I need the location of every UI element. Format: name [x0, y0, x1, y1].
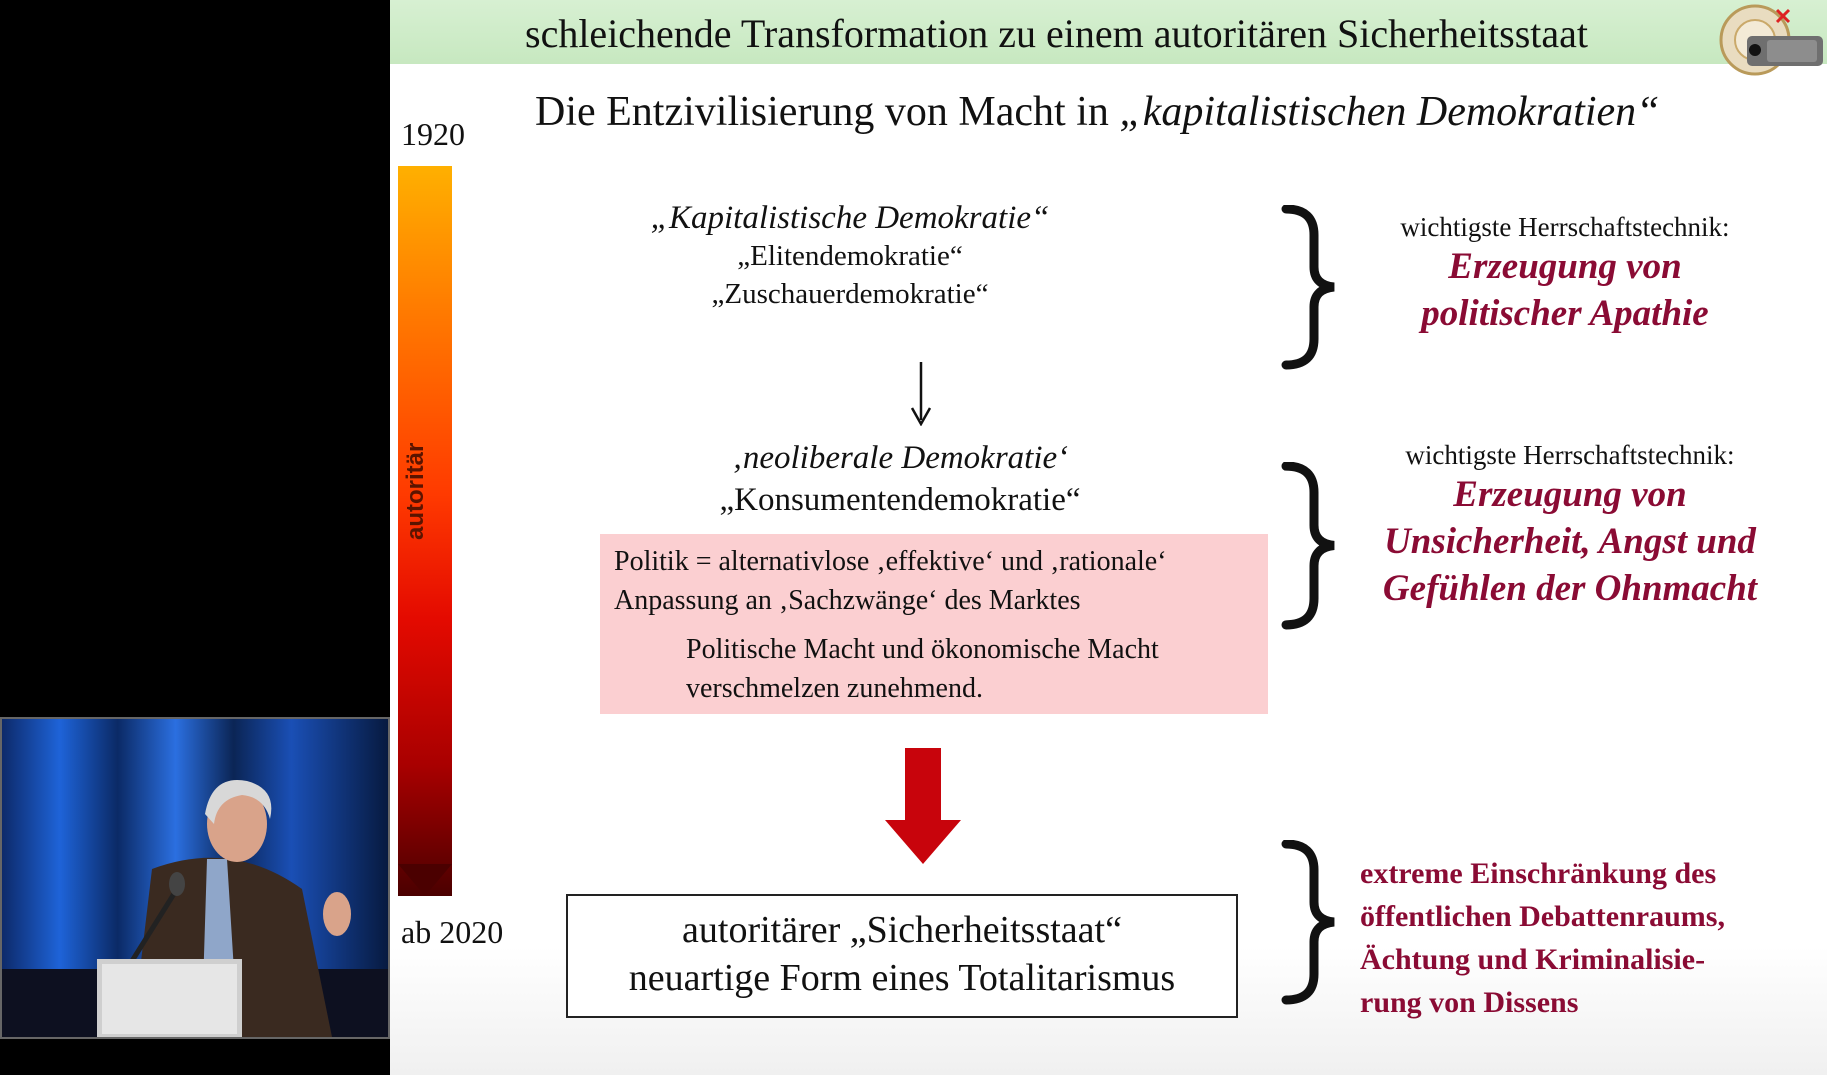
block2-heading: ‚neoliberale Demokratie‘	[731, 440, 1069, 476]
neoliberal-democracy-block: ‚neoliberale Demokratie‘ „Konsumentendem…	[690, 440, 1110, 523]
technique-label: wichtigste Herrschaftstechnik:	[1405, 440, 1735, 470]
right-curly-brace-icon	[1281, 462, 1335, 630]
down-arrow-icon	[910, 362, 932, 426]
block1-heading: „Kapitalistische Demokratie“	[650, 200, 1050, 236]
timeline-end-year: ab 2020	[401, 914, 504, 950]
technique-value-line1: Erzeugung von	[1448, 246, 1682, 287]
timeline-start-year: 1920	[401, 116, 465, 152]
timeline-arrowhead-icon	[398, 864, 452, 896]
block1-alias2: „Zuschauerdemokratie“	[711, 278, 989, 310]
right-curly-brace-icon	[1281, 205, 1335, 370]
technique-value-line1: Erzeugung von	[1453, 474, 1687, 515]
consequence-line3: Ächtung und Kriminalisie-	[1360, 943, 1706, 976]
technique-label: wichtigste Herrschaftstechnik:	[1400, 212, 1730, 242]
politics-definition-text: Politik = alternativlose ‚effektive‘ und…	[614, 546, 1167, 616]
consequence-line1: extreme Einschränkung des	[1360, 857, 1717, 890]
block1-alias1: „Elitendemokratie“	[737, 240, 963, 272]
subtitle-emphasis: „kapitalistischen Demokratien“	[1119, 89, 1660, 135]
technique-block-1: wichtigste Herrschaftstechnik: Erzeugung…	[1350, 212, 1780, 337]
block2-alias: „Konsumentendemokratie“	[719, 482, 1081, 518]
technique-value-line3: Gefühlen der Ohnmacht	[1382, 568, 1758, 609]
right-curly-brace-icon	[1281, 840, 1335, 1005]
security-state-subtitle: neuartige Form eines Totalitarismus	[628, 957, 1176, 999]
speaker-image	[2, 719, 388, 1037]
power-merge-text: Politische Macht und ökonomische Macht v…	[686, 634, 1159, 704]
capitalist-democracy-block: „Kapitalistische Demokratie“ „Elitendemo…	[640, 200, 1060, 313]
slide-header-bar: schleichende Transformation zu einem aut…	[390, 0, 1827, 64]
consequence-line2: öffentlichen Debattenraums,	[1360, 900, 1725, 933]
security-state-title: autoritärer „Sicherheitsstaat“	[682, 909, 1122, 951]
politics-definition-box: Politik = alternativlose ‚effektive‘ und…	[600, 534, 1268, 714]
consequences-block: extreme Einschränkung des öffentlichen D…	[1360, 852, 1820, 1024]
presentation-slide: schleichende Transformation zu einem aut…	[390, 0, 1827, 1075]
timeline-gradient-bar	[398, 166, 452, 896]
security-state-box: autoritärer „Sicherheitsstaat“ neuartige…	[566, 894, 1238, 1018]
technique-block-2: wichtigste Herrschaftstechnik: Erzeugung…	[1350, 440, 1790, 612]
slide-title: schleichende Transformation zu einem aut…	[525, 11, 1589, 56]
technique-value-line2: politischer Apathie	[1421, 293, 1709, 334]
subtitle-prefix: Die Entzivilisierung von Macht in	[535, 89, 1120, 135]
consequence-line4: rung von Dissens	[1360, 986, 1579, 1019]
slide-subtitle: Die Entzivilisierung von Macht in „kapit…	[535, 88, 1660, 136]
big-red-down-arrow-icon	[885, 748, 961, 864]
circular-saw-logo-icon	[1719, 4, 1823, 76]
speaker-video-feed	[0, 717, 390, 1039]
technique-value-line2: Unsicherheit, Angst und	[1384, 521, 1756, 562]
timeline-bar-label: autoritär	[402, 442, 429, 540]
